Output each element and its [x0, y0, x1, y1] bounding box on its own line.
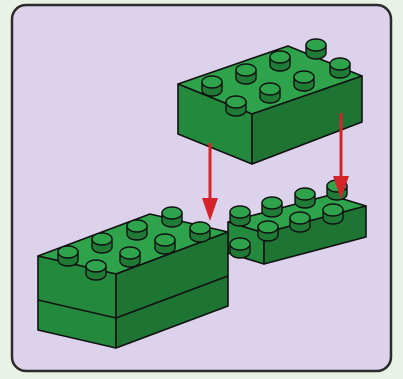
stud	[225, 95, 247, 117]
stud	[91, 232, 113, 254]
stud	[189, 221, 211, 243]
stud	[57, 245, 79, 267]
stud	[126, 219, 148, 241]
stud	[229, 237, 251, 259]
stud	[85, 259, 107, 281]
stud	[289, 211, 311, 233]
stud	[259, 82, 281, 104]
stud	[119, 246, 141, 268]
arrow-left-head	[202, 198, 218, 221]
stud	[322, 203, 344, 225]
stud	[235, 63, 257, 85]
brick-side-face	[115, 231, 229, 349]
stud	[154, 233, 176, 255]
stud	[294, 187, 316, 209]
stud	[201, 75, 223, 97]
stud	[305, 38, 327, 60]
arrow-right-head	[333, 176, 349, 199]
placement-arrows	[202, 113, 349, 221]
brick-side-face	[251, 75, 363, 165]
stud	[257, 220, 279, 242]
stud	[293, 70, 315, 92]
stud	[161, 206, 183, 228]
stud	[329, 57, 351, 79]
stud	[269, 50, 291, 72]
stud	[261, 196, 283, 218]
stud	[229, 205, 251, 227]
